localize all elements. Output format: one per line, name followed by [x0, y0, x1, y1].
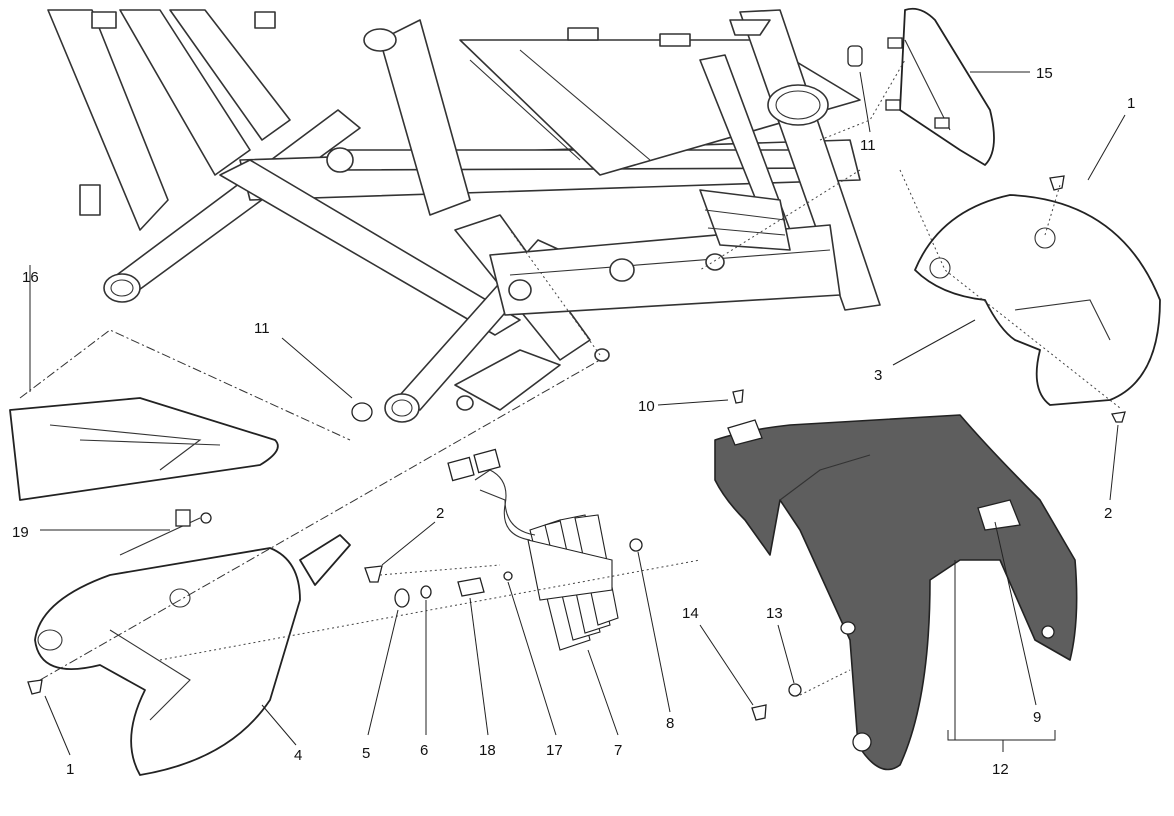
callout-6-washer: 6: [420, 742, 428, 759]
callout-19-cable-tie: 19: [12, 524, 29, 541]
trellis-frame: [47, 9, 881, 423]
callout-1-fairing-screw-left: 1: [66, 761, 74, 778]
callout-11-grommet-left: 11: [254, 320, 270, 337]
callout-2-screw-left: 2: [436, 505, 444, 522]
right-fairing-3: [914, 194, 1161, 406]
callout-2-screw-right: 2: [1104, 505, 1112, 522]
callout-9-decal: 9: [1033, 709, 1041, 726]
callout-16-side-panel: 16: [22, 269, 39, 286]
side-panel-16: [9, 397, 279, 501]
left-fairing-4: [34, 534, 351, 776]
callout-14-screw: 14: [682, 605, 699, 622]
callout-11-grommet-right: 11: [860, 137, 876, 154]
callout-3-right-fairing: 3: [874, 367, 882, 384]
callout-5-grommet: 5: [362, 745, 370, 762]
callout-labels: 1 1 2 2 3 4 5 6 7 8 9 10 11 11 12 13 14 …: [12, 65, 1135, 778]
callout-8-nut: 8: [666, 715, 674, 732]
callout-7-regulator: 7: [614, 742, 622, 759]
decal-9: [977, 499, 1021, 531]
bracket-15: [885, 7, 995, 166]
callout-13-washer: 13: [766, 605, 783, 622]
mudguard-12: [714, 414, 1078, 771]
callout-12-mudguard: 12: [992, 761, 1009, 778]
callout-4-left-fairing: 4: [294, 747, 302, 764]
callout-10-screw: 10: [638, 398, 655, 415]
hardware: [27, 45, 1126, 721]
leader-lines: [29, 71, 1126, 756]
regulator-7: [447, 448, 619, 651]
callout-1-fairing-screw-right: 1: [1127, 95, 1135, 112]
callout-18-spacer: 18: [479, 742, 496, 759]
assembly-lines: [19, 59, 1121, 696]
callout-15-bracket: 15: [1036, 65, 1053, 82]
callout-17-washer: 17: [546, 742, 563, 759]
